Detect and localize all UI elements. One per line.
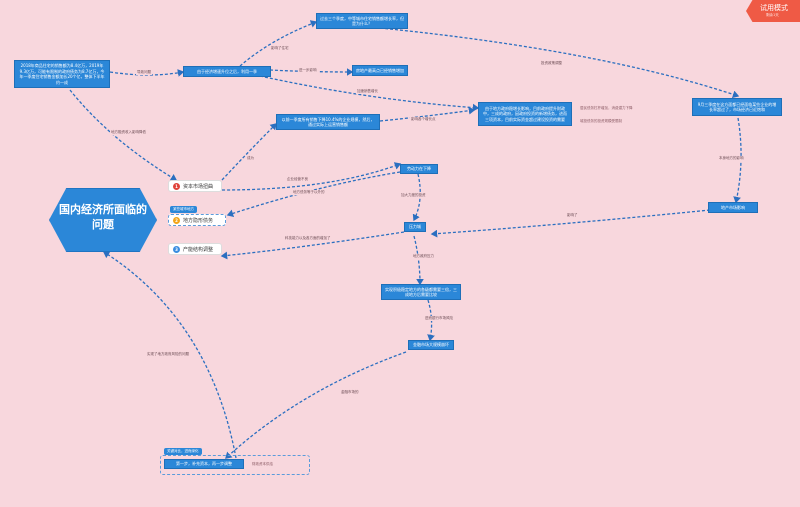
link-b1-b2 (109, 69, 185, 77)
label-l2: 影响了住宅 (270, 46, 290, 51)
node-sales-decline[interactable]: 以前一季度所有销售下降10.4%的企业规模，然后，通过实际上运营销售额 (276, 114, 380, 130)
label-l3: 进一步影响 (298, 68, 318, 73)
node-housing-sales[interactable]: 2018年商品住宅的销售额为8.4亿万，2019年9.3亿万，可能有限制的政府债… (14, 60, 110, 88)
link-sub1-b5 (221, 123, 277, 181)
subtopic-local-debt[interactable]: 2 地方隐形债务 (168, 214, 226, 226)
label-l12: 科技能力以及各方面的增加了 (284, 236, 332, 241)
link-b9-b10 (430, 209, 711, 238)
label-l15: 本身地方的影响 (718, 156, 745, 161)
bottom-group (160, 455, 310, 475)
subtopic-number: 1 (173, 182, 180, 190)
label-l8: 成为 (246, 156, 255, 161)
node-realestate-peak[interactable]: 房地产最高点已经销售增加 (352, 65, 408, 76)
node-q3-saturation[interactable]: 9月三季度在这方面都已经面临某些企业的增长率超过了，市场经济已近饱和 (692, 98, 782, 116)
label-l5: 加速销售增长 (356, 89, 379, 94)
label-l14: 地方政府压力 (412, 254, 435, 259)
label-l1: 导致问题 (136, 70, 152, 75)
central-topic[interactable]: 国内经济所面临的问题 (49, 188, 157, 252)
node-local-gov[interactable]: 由于地方政府稳增长影响，目前政府提升财政中，三成的政府，因政府投资的新增债务，进… (478, 102, 572, 126)
label-l7: 影响各个增长点 (410, 117, 437, 122)
link-b5-b6 (379, 106, 476, 122)
link-b3-b7 (379, 27, 740, 99)
node-pressure-city[interactable]: 压力城 (404, 222, 426, 232)
note-household-debt: 居民债务杠杆增加，消费潜力下降 (580, 106, 633, 110)
label-l10: 地方债务等于以外的 (292, 190, 326, 195)
label-l17: 实现了地方政府风险的问题 (146, 352, 190, 357)
label-l18: 金融市场的 (340, 390, 360, 395)
link-b12-b13 (225, 351, 407, 459)
label-l16: 进而银行市场风险 (424, 316, 454, 321)
link-b13-central (102, 251, 237, 459)
subtopic-number: 2 (173, 216, 180, 224)
node-labor-decline[interactable]: 劳动力在下降 (400, 164, 438, 174)
subtopic-number: 3 (173, 245, 180, 253)
label-l13: 影响了 (566, 213, 579, 218)
trial-sub: 剩余1天 (766, 13, 779, 17)
subtopic-capital-market[interactable]: 1 资本市场扭曲 (168, 180, 222, 192)
central-title: 国内经济所面临的问题 (59, 203, 147, 231)
trial-label: 试用模式 (760, 4, 788, 12)
trial-mode-badge[interactable]: 试用模式 剩余1天 (746, 0, 800, 22)
label-l6: 地方融资收入影响降低 (110, 130, 147, 135)
subtopic2-tag: 某些城市地方 (170, 206, 197, 213)
node-stable-local[interactable]: 实现积极稳定地方的各级都需要三倍，三成地方后需要比较 (381, 284, 461, 300)
link-b1-sub1 (69, 89, 178, 181)
link-sub1-b8 (221, 162, 402, 191)
label-l9: 企业经营不良 (286, 177, 309, 182)
node-property-impact[interactable]: 地产市场影响 (708, 202, 758, 213)
bottom-tag: 关键对比，进而深化 (164, 448, 202, 455)
node-capital-supplement[interactable]: 第一步，补充资本，再一步调整 (164, 459, 244, 469)
link-b2-b6 (259, 75, 480, 112)
link-b10-b11 (413, 235, 424, 286)
node-fiscal-supply: 财政资本供给 (252, 462, 273, 466)
note-bond-limit: 城投债务的投资规模受限制 (580, 119, 622, 123)
link-b2-b3 (239, 20, 318, 67)
label-l4: 投资政策调整 (540, 61, 563, 66)
node-growth[interactable]: 由于经济增速升位之后，利用一季 (183, 66, 271, 77)
node-financial-collapse[interactable]: 金融市场大规模崩坏 (408, 340, 454, 350)
label-l11: 加大力度的投资 (400, 193, 427, 198)
subtopic-capacity[interactable]: 3 产能结构调整 (168, 243, 222, 255)
node-city-quarter[interactable]: 过去三个季度，中等城市住宅销售额增长率，但是为什么？ (316, 13, 408, 29)
